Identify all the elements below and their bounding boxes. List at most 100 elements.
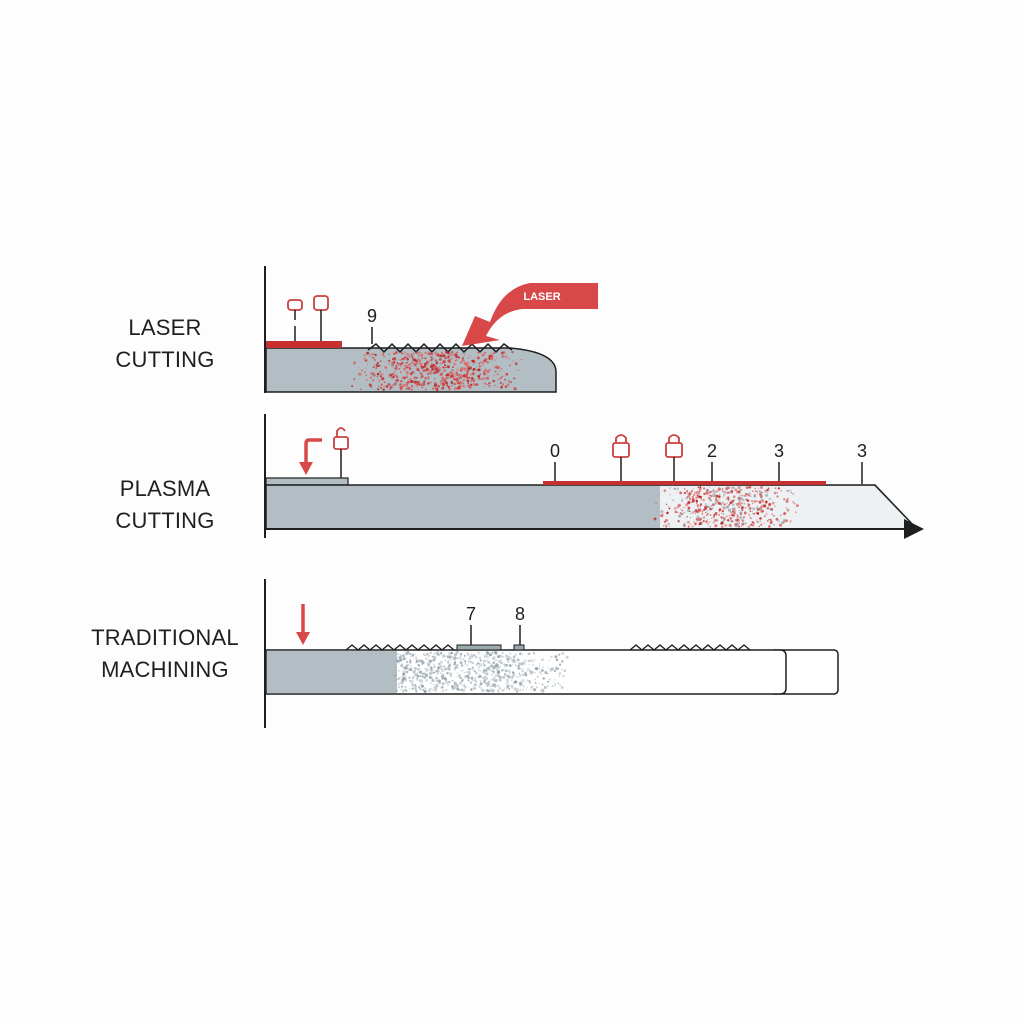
speckle-dot	[501, 375, 504, 378]
speckle-dot	[418, 679, 421, 683]
speckle-dot	[461, 678, 464, 681]
speckle-dot	[720, 525, 724, 529]
speckle-dot	[736, 502, 740, 507]
speckle-dot	[470, 372, 473, 376]
speckle-dot	[476, 662, 480, 665]
speckle-dot	[417, 353, 420, 356]
speckle-dot	[462, 352, 464, 354]
speckle-dot	[445, 689, 447, 691]
speckle-dot	[700, 498, 703, 501]
speckle-dot	[472, 379, 476, 382]
speckle-dot	[669, 487, 672, 489]
speckle-dot	[411, 370, 415, 374]
speckle-dot	[680, 508, 682, 510]
speckle-dot	[488, 384, 491, 388]
speckle-dot	[435, 372, 437, 374]
speckle-dot	[500, 351, 504, 355]
speckle-dot	[446, 376, 448, 378]
speckle-dot	[477, 651, 481, 655]
lock-icon	[333, 427, 349, 478]
speckle-dot	[760, 486, 763, 489]
speckle-dot	[419, 372, 422, 375]
speckle-dot	[535, 686, 538, 689]
speckle-dot	[432, 372, 434, 374]
speckle-dot	[475, 383, 478, 387]
speckle-dot	[412, 353, 414, 356]
speckle-dot	[707, 496, 710, 499]
speckle-dot	[387, 382, 391, 386]
speckle-dot	[383, 385, 385, 388]
speckle-dot	[730, 489, 734, 493]
speckle-dot	[731, 520, 734, 523]
speckle-dot	[439, 380, 443, 383]
speckle-dot	[522, 689, 524, 691]
speckle-dot	[453, 667, 457, 670]
plasma-heat-zone	[653, 485, 799, 529]
speckle-dot	[406, 353, 410, 357]
speckle-dot	[481, 689, 485, 693]
speckle-dot	[736, 514, 739, 516]
speckle-dot	[712, 494, 716, 497]
speckle-dot	[715, 499, 719, 503]
speckle-dot	[777, 519, 780, 523]
speckle-dot	[748, 486, 752, 489]
speckle-dot	[460, 361, 462, 363]
speckle-dot	[482, 662, 485, 665]
speckle-dot	[439, 383, 442, 385]
speckle-dot	[717, 501, 721, 505]
speckle-dot	[427, 663, 431, 667]
speckle-dot	[487, 375, 489, 377]
speckle-dot	[487, 652, 490, 655]
speckle-dot	[476, 366, 478, 368]
speckle-dot	[482, 377, 485, 379]
speckle-dot	[521, 683, 524, 686]
speckle-dot	[501, 651, 504, 655]
speckle-dot	[786, 508, 790, 512]
speckle-dot	[406, 380, 410, 384]
speckle-dot	[764, 490, 767, 494]
speckle-dot	[741, 489, 743, 491]
speckle-dot	[417, 357, 420, 360]
speckle-dot	[704, 502, 708, 506]
speckle-dot	[384, 366, 388, 369]
speckle-dot	[660, 510, 664, 514]
speckle-dot	[409, 679, 413, 684]
speckle-dot	[438, 357, 442, 361]
speckle-dot	[433, 663, 435, 665]
speckle-dot	[447, 351, 450, 355]
speckle-dot	[455, 650, 459, 654]
speckle-dot	[769, 507, 773, 511]
speckle-dot	[393, 357, 397, 360]
speckle-dot	[486, 685, 489, 688]
speckle-dot	[412, 352, 415, 354]
speckle-dot	[655, 502, 657, 505]
speckle-dot	[510, 679, 513, 682]
speckle-dot	[709, 525, 711, 528]
speckle-dot	[459, 676, 462, 680]
speckle-dot	[400, 664, 403, 667]
speckle-dot	[404, 355, 407, 359]
speckle-dot	[497, 660, 500, 663]
speckle-dot	[486, 361, 489, 364]
speckle-dot	[555, 666, 558, 669]
speckle-dot	[440, 667, 443, 671]
speckle-dot	[720, 517, 723, 520]
speckle-dot	[434, 664, 436, 666]
speckle-dot	[434, 359, 438, 362]
speckle-dot	[482, 659, 486, 663]
speckle-dot	[769, 520, 773, 525]
speckle-dot	[429, 376, 431, 378]
speckle-dot	[406, 373, 408, 376]
speckle-dot	[711, 517, 713, 519]
speckle-dot	[759, 517, 762, 520]
speckle-dot	[456, 376, 459, 379]
speckle-dot	[718, 498, 721, 501]
speckle-dot	[727, 498, 730, 501]
speckle-dot	[739, 489, 742, 492]
speckle-dot	[429, 381, 432, 384]
speckle-dot	[495, 364, 497, 367]
speckle-dot	[494, 359, 496, 361]
speckle-dot	[725, 498, 727, 500]
speckle-dot	[505, 663, 508, 667]
speckle-dot	[713, 490, 717, 494]
